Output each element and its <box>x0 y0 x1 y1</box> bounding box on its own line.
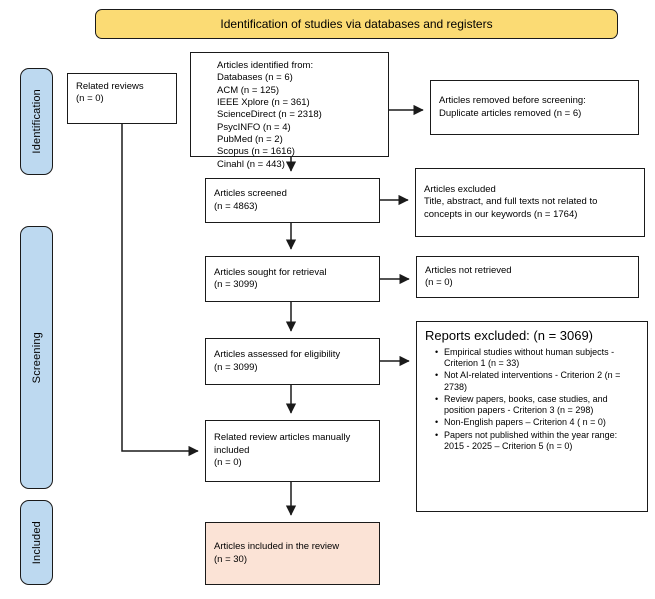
included-review-label: Articles included in the review <box>214 541 340 553</box>
removed-detail: Duplicate articles removed (n = 6) <box>439 107 582 119</box>
manually-included-box: Related review articles manually include… <box>205 420 380 482</box>
articles-excluded-box: Articles excluded Title, abstract, and f… <box>415 168 645 237</box>
not-retrieved-count: (n = 0) <box>425 277 453 288</box>
phase-included-label: Included <box>30 520 43 565</box>
bullet-icon: • <box>435 370 439 381</box>
included-review-count: (n = 30) <box>214 553 248 565</box>
excluded-label: Articles excluded <box>424 183 496 195</box>
identified-source: Scopus (n = 1616) <box>217 146 295 158</box>
screened-label: Articles screened <box>214 188 287 200</box>
criterion-text: Empirical studies without human subjects… <box>444 346 615 369</box>
phase-identification: Identification <box>20 68 53 175</box>
articles-assessed-box: Articles assessed for eligibility (n = 3… <box>205 338 380 385</box>
identified-source: PubMed (n = 2) <box>217 134 283 146</box>
assessed-label: Articles assessed for eligibility <box>214 349 341 361</box>
exclusion-criterion: • Papers not published within the year r… <box>425 430 639 453</box>
bullet-icon: • <box>435 429 439 440</box>
phase-identification-label: Identification <box>30 89 43 154</box>
sought-label: Articles sought for retrieval <box>214 266 327 278</box>
related-reviews-box: Related reviews (n = 0) <box>67 73 177 124</box>
phase-screening-label: Screening <box>30 331 43 384</box>
criterion-text: Non-English papers – Criterion 4 ( n = 0… <box>444 417 606 428</box>
bullet-icon: • <box>435 346 439 357</box>
articles-screened-box: Articles screened (n = 4863) <box>205 178 380 223</box>
articles-identified-box: Articles identified from: Databases (n =… <box>190 52 389 170</box>
reports-excluded-box: Reports excluded: (n = 3069) • Empirical… <box>416 321 648 512</box>
identified-source: ScienceDirect (n = 2318) <box>217 109 322 121</box>
screened-count: (n = 4863) <box>214 200 258 212</box>
phase-screening: Screening <box>20 226 53 489</box>
articles-sought-box: Articles sought for retrieval (n = 3099) <box>205 256 380 302</box>
excluded-detail: Title, abstract, and full texts not rela… <box>424 196 598 220</box>
criterion-text: Review papers, books, case studies, and … <box>444 393 608 416</box>
included-review-box: Articles included in the review (n = 30) <box>205 522 380 585</box>
identified-source: Databases (n = 6) <box>217 72 293 84</box>
bullet-icon: • <box>435 417 439 428</box>
exclusion-criterion: • Non-English papers – Criterion 4 ( n =… <box>425 417 639 428</box>
sought-count: (n = 3099) <box>214 279 258 290</box>
exclusion-criterion: • Empirical studies without human subjec… <box>425 347 639 370</box>
articles-removed-box: Articles removed before screening: Dupli… <box>430 80 639 135</box>
identified-source: PsycINFO (n = 4) <box>217 121 291 133</box>
exclusion-criterion: • Not AI-related interventions - Criteri… <box>425 370 639 393</box>
not-retrieved-label: Articles not retrieved <box>425 264 512 276</box>
identified-source: Cinahl (n = 443) <box>217 158 285 170</box>
identified-heading: Articles identified from: <box>217 60 314 71</box>
related-reviews-count: (n = 0) <box>76 93 104 105</box>
related-reviews-label: Related reviews <box>76 81 144 92</box>
bullet-icon: • <box>435 393 439 404</box>
identified-source: ACM (n = 125) <box>217 84 280 96</box>
removed-label: Articles removed before screening: <box>439 95 586 107</box>
diagram-title: Identification of studies via databases … <box>220 17 493 31</box>
articles-not-retrieved-box: Articles not retrieved (n = 0) <box>416 256 639 298</box>
identified-source: IEEE Xplore (n = 361) <box>217 97 310 109</box>
assessed-count: (n = 3099) <box>214 361 258 373</box>
reports-excluded-heading: Reports excluded: (n = 3069) <box>425 328 594 343</box>
criterion-text: Papers not published within the year ran… <box>444 429 618 451</box>
manually-included-count: (n = 0) <box>214 457 242 469</box>
manually-included-label: Related review articles manually include… <box>214 432 351 456</box>
phase-included: Included <box>20 500 53 585</box>
exclusion-criterion: • Review papers, books, case studies, an… <box>425 394 639 417</box>
title-banner: Identification of studies via databases … <box>95 9 618 39</box>
criterion-text: Not AI-related interventions - Criterion… <box>444 370 621 392</box>
